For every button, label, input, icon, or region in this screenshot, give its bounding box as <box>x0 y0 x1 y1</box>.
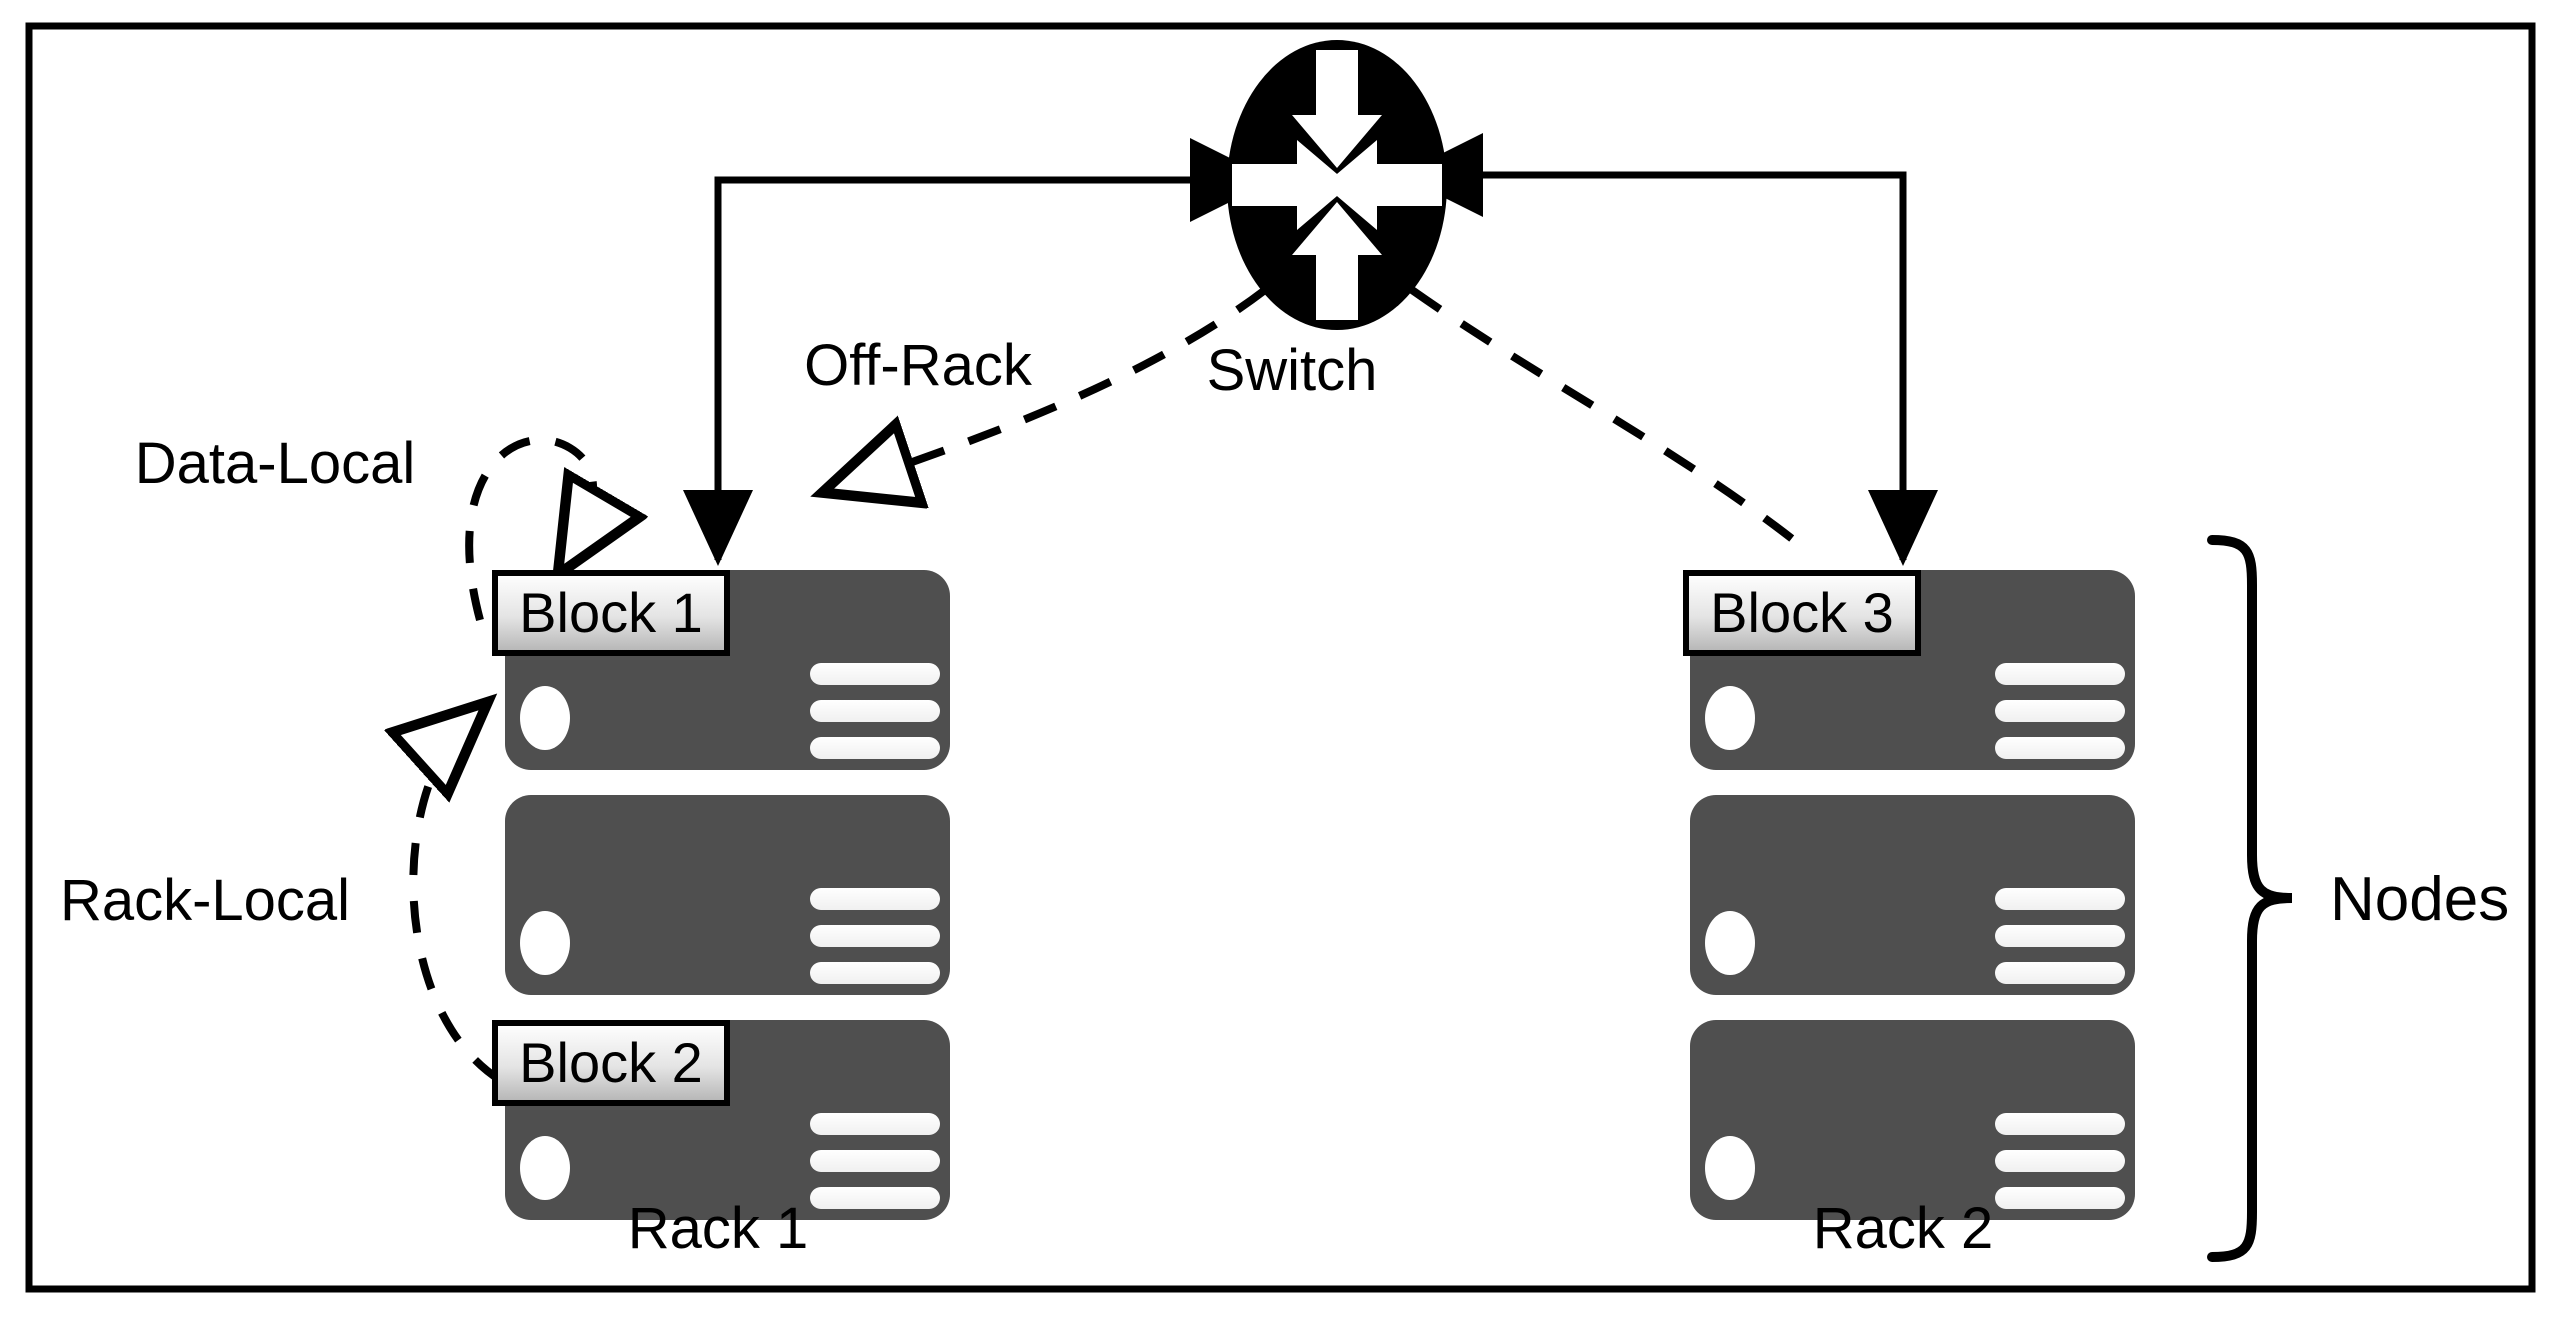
switch-node[interactable] <box>1227 40 1447 330</box>
block-badge-label: Block 3 <box>1710 581 1894 644</box>
node-vents-icon <box>1995 663 2125 759</box>
rack-2: Block 3 <box>1683 570 2135 1261</box>
block-badge-3[interactable]: Block 3 <box>1683 570 1921 656</box>
nodes-brace-label: Nodes <box>2330 865 2509 934</box>
edge-label-off-rack: Off-Rack <box>804 333 1033 398</box>
rack-1: Block 1 <box>492 570 950 1261</box>
node-led-icon <box>520 911 570 975</box>
data-local-path <box>465 435 593 622</box>
block-badge-label: Block 1 <box>519 581 703 644</box>
node-rack2-node2[interactable] <box>1690 795 2135 995</box>
block-badge-label: Block 2 <box>519 1031 703 1094</box>
node-rack1-node3[interactable]: Block 2 <box>492 1020 950 1220</box>
edge-rack-local[interactable] <box>413 718 503 1084</box>
node-led-icon <box>1705 1136 1755 1200</box>
switch-label: Switch <box>1207 338 1378 403</box>
node-vents-icon <box>810 1113 940 1209</box>
node-led-icon <box>1705 911 1755 975</box>
node-vents-icon <box>810 888 940 984</box>
uplink-rack1 <box>683 138 1274 566</box>
off-rack-path-right <box>1409 286 1803 549</box>
arrowhead-down-block1 <box>683 490 753 566</box>
node-rack2-node3[interactable] <box>1690 1020 2135 1220</box>
rack-label-1: Rack 1 <box>628 1196 809 1261</box>
node-rack1-node2[interactable] <box>505 795 950 995</box>
node-led-icon <box>520 1136 570 1200</box>
node-vents-icon <box>1995 888 2125 984</box>
node-vents-icon <box>1995 1113 2125 1209</box>
node-rack1-node1[interactable]: Block 1 <box>492 570 950 770</box>
edge-label-rack-local: Rack-Local <box>60 868 350 933</box>
rack-label-2: Rack 2 <box>1813 1196 1994 1261</box>
node-vents-icon <box>810 663 940 759</box>
block-badge-1[interactable]: Block 1 <box>492 570 730 656</box>
node-led-icon <box>1705 686 1755 750</box>
edge-label-data-local: Data-Local <box>135 431 415 496</box>
uplink-rack2 <box>1399 133 1938 566</box>
node-rack2-node1[interactable]: Block 3 <box>1683 570 2135 770</box>
edge-data-local[interactable] <box>465 435 593 622</box>
rack-local-path <box>413 718 503 1084</box>
arrowhead-down-block3 <box>1868 490 1938 566</box>
edge-off-rack[interactable] <box>845 286 1803 549</box>
block-badge-2[interactable]: Block 2 <box>492 1020 730 1106</box>
node-led-icon <box>520 686 570 750</box>
switch-icon <box>1232 50 1442 320</box>
nodes-brace <box>2207 535 2293 1262</box>
